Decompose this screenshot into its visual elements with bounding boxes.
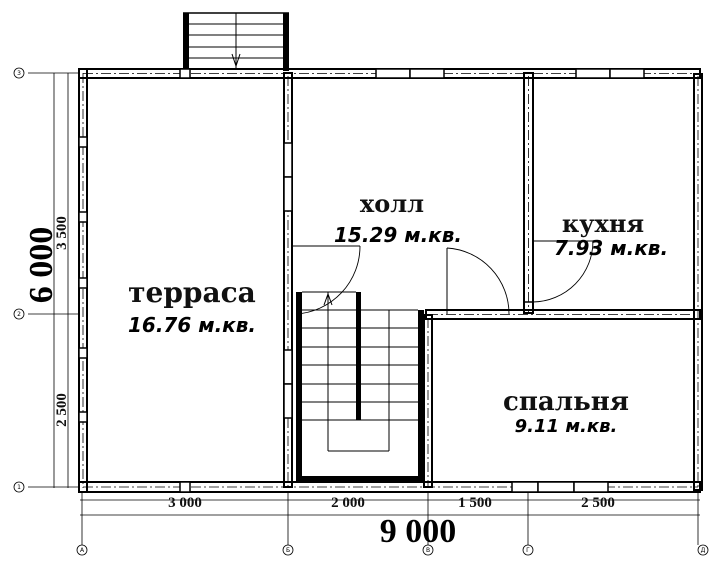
dim-horizontal-4: 2 500 (581, 495, 615, 511)
room-area-bedroom: 9.11 м.кв. (515, 416, 618, 437)
grid-marker-G: Г (526, 547, 530, 554)
grid-marker-3: 3 (17, 70, 21, 77)
room-name-bedroom: спальня (503, 387, 629, 417)
entrance-stairs (183, 12, 289, 71)
windows (78, 68, 645, 493)
room-name-kitchen: кухня (562, 209, 644, 238)
dim-horizontal-2: 2 000 (331, 495, 365, 511)
dim-overall-height: 6 000 (23, 227, 60, 304)
room-area-terrace: 16.76 м.кв. (128, 313, 256, 337)
interior-walls (283, 72, 701, 488)
room-area-hall: 15.29 м.кв. (334, 223, 462, 247)
grid-marker-1: 1 (17, 484, 21, 491)
grid-marker-D: Д (701, 547, 706, 554)
doors (292, 240, 594, 315)
grid-marker-A: А (80, 547, 85, 554)
room-terrace: терраса 16.76 м.кв. (128, 276, 256, 337)
grid-markers-vertical (13, 67, 25, 493)
grid-marker-V: В (426, 547, 430, 554)
down-arrow-icon (231, 53, 241, 68)
room-hall: холл 15.29 м.кв. (334, 189, 462, 247)
room-name-terrace: терраса (128, 276, 256, 309)
dim-horizontal-1: 3 000 (168, 495, 202, 511)
room-kitchen: кухня 7.93 м.кв. (554, 209, 668, 260)
grid-marker-B: Б (286, 547, 290, 554)
dim-horizontal-3: 1 500 (458, 495, 492, 511)
dim-overall-width: 9 000 (380, 513, 457, 550)
room-area-kitchen: 7.93 м.кв. (554, 236, 668, 260)
room-name-hall: холл (360, 189, 424, 218)
bottom-dimensions (80, 492, 700, 545)
up-arrow-icon (323, 292, 333, 306)
grid-markers-horizontal (76, 544, 709, 556)
interior-stairs (296, 291, 424, 482)
dim-vertical-1: 3 500 (54, 216, 70, 250)
dim-vertical-2: 2 500 (54, 393, 70, 427)
left-dimensions (28, 72, 79, 488)
room-bedroom: спальня 9.11 м.кв. (503, 387, 629, 437)
grid-marker-2: 2 (17, 311, 21, 318)
partition-panels (283, 142, 293, 419)
